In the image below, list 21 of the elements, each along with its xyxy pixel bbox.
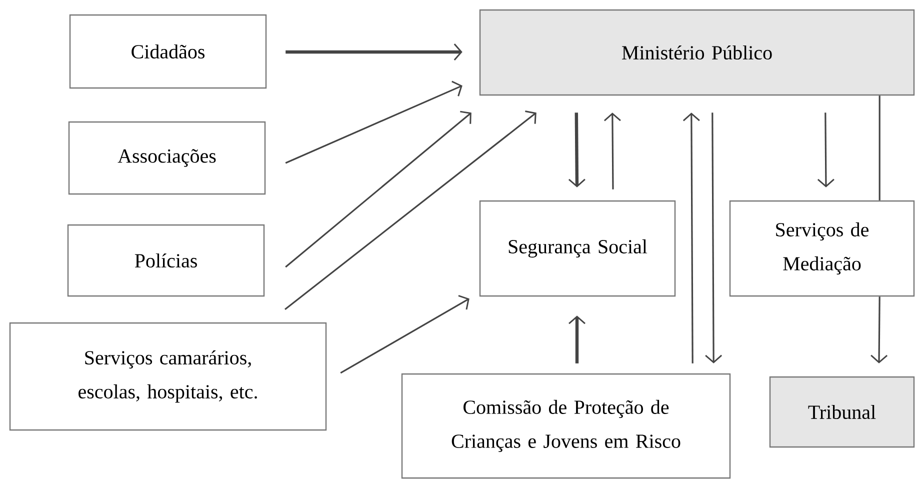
process-box: Ministério Público xyxy=(479,9,915,96)
process-box: Cidadãos xyxy=(69,14,267,89)
arrow xyxy=(568,316,586,364)
process-box: Tribunal xyxy=(769,376,915,448)
arrow xyxy=(705,112,722,364)
arrow xyxy=(286,44,462,60)
process-box: Comissão de Proteção de Crianças e Jovens em Risco xyxy=(401,373,731,479)
arrow xyxy=(682,112,700,364)
arrow xyxy=(817,112,834,188)
arrow xyxy=(285,110,472,268)
arrow xyxy=(568,112,586,188)
process-box: Segurança Social xyxy=(479,200,676,297)
arrow xyxy=(284,110,536,310)
process-box: Serviços de Mediação xyxy=(729,200,915,297)
process-box: Serviços camarários, escolas, hospitais, etc. xyxy=(9,322,327,431)
process-box: Associações xyxy=(68,121,266,195)
arrow xyxy=(285,80,462,164)
arrow xyxy=(340,294,470,374)
arrow xyxy=(604,112,621,190)
process-box: Polícias xyxy=(67,224,265,297)
arrow xyxy=(870,296,888,364)
